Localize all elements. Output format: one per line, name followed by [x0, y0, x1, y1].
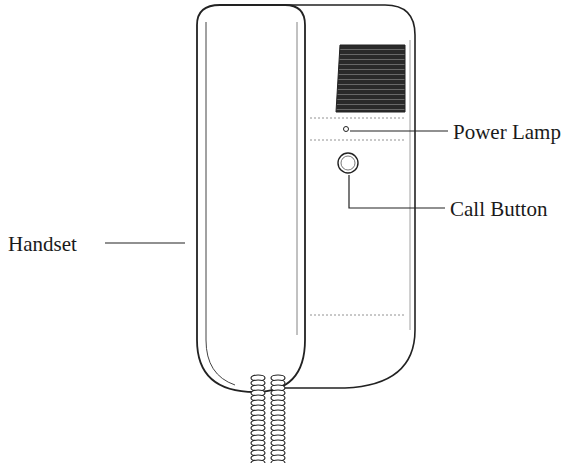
seam-line [310, 315, 405, 316]
part-label: Handset [8, 234, 77, 255]
handset-edge [297, 22, 298, 335]
part-label: Power Lamp [453, 122, 561, 143]
cord-coil [271, 460, 285, 463]
cord-coil [251, 460, 265, 463]
part-label: Call Button [450, 199, 547, 220]
housing-edge [410, 40, 411, 330]
leader-line [105, 242, 185, 243]
handset [197, 5, 305, 392]
call-button-ring [341, 156, 355, 170]
seam-line [310, 140, 405, 141]
power-lamp [344, 127, 349, 132]
leader-line [349, 175, 445, 208]
leader-line [350, 130, 448, 131]
seam-line [310, 118, 405, 119]
handset-edge [206, 22, 235, 385]
call-button [338, 153, 358, 173]
speaker-grille [336, 45, 405, 112]
coiled-cord [251, 375, 285, 463]
